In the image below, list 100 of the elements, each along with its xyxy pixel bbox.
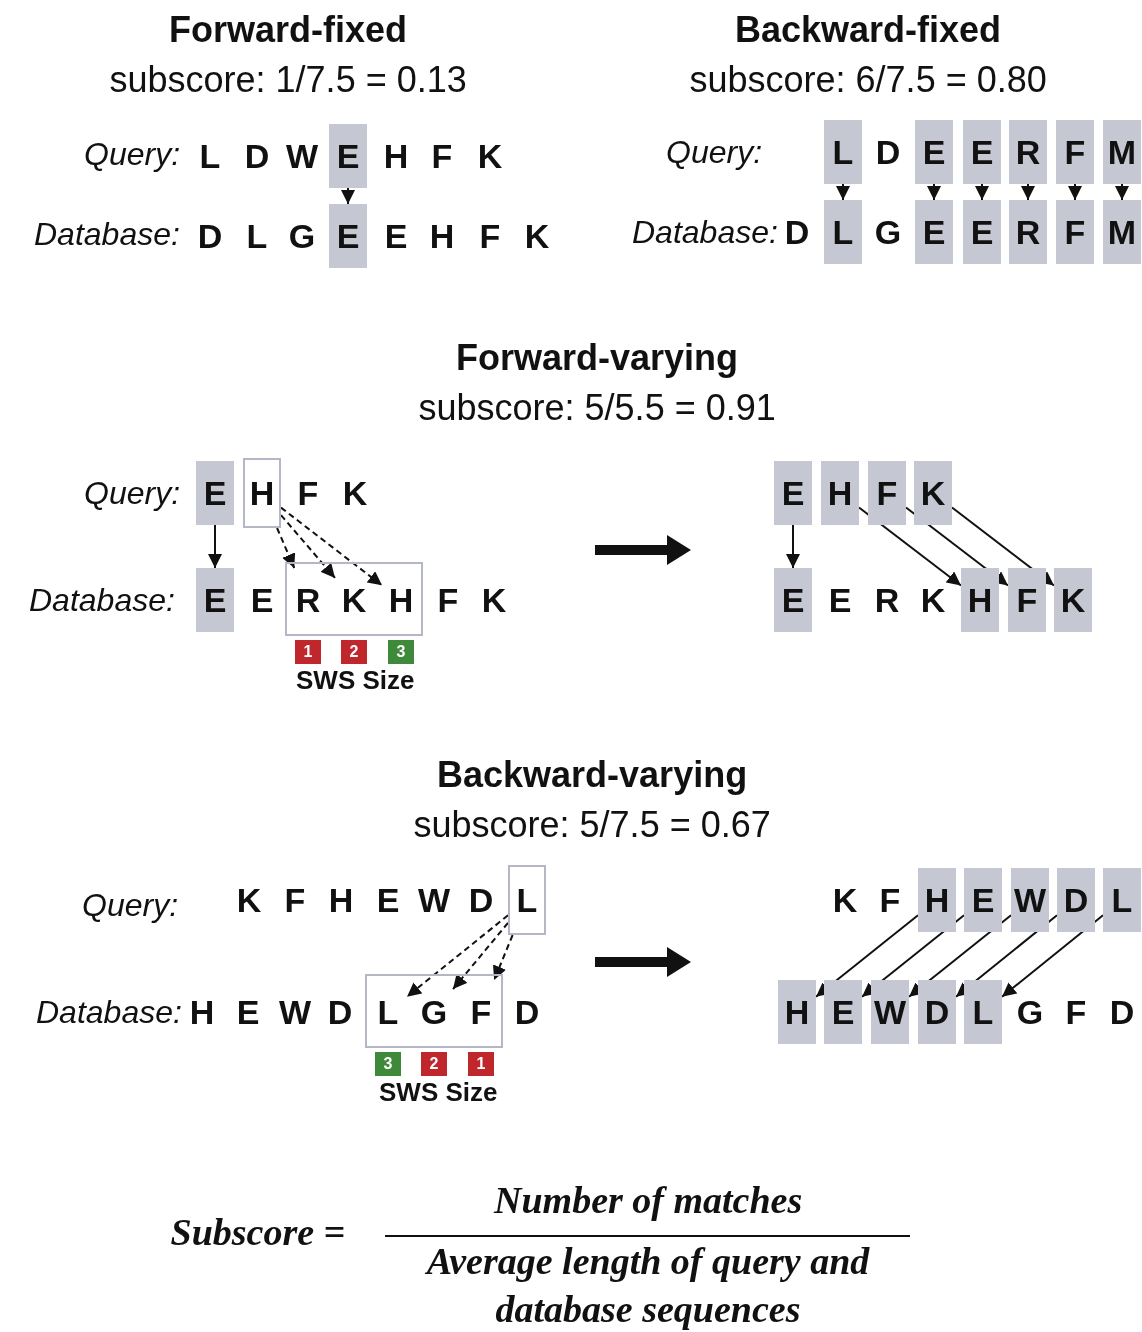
- residue-letter: R: [868, 568, 906, 632]
- residue-letter: E: [377, 204, 415, 268]
- residue-letter: G: [415, 980, 453, 1044]
- row-label: Query:: [84, 135, 181, 173]
- row-label: Query:: [666, 133, 763, 171]
- panel-title: Forward-fixed: [169, 9, 408, 51]
- highlighted-residue: E: [196, 461, 234, 525]
- highlighted-residue: E: [915, 200, 953, 264]
- residue-letter: E: [243, 568, 281, 632]
- subscore-text: subscore: 5/7.5 = 0.67: [413, 804, 771, 846]
- size-badge: 3: [375, 1052, 401, 1076]
- window-frame: [285, 562, 423, 636]
- arrow: [955, 914, 1058, 998]
- highlighted-residue: E: [329, 204, 367, 268]
- arrow: [861, 914, 965, 998]
- row-label: Database:: [632, 213, 778, 251]
- residue-letter: D: [778, 200, 816, 264]
- outlined-residue: H: [243, 458, 281, 528]
- highlighted-residue: E: [329, 124, 367, 188]
- residue-letter: R: [289, 568, 327, 632]
- highlighted-residue: H: [778, 980, 816, 1044]
- residue-letter: H: [382, 568, 420, 632]
- residue-letter: L: [238, 204, 276, 268]
- highlighted-residue: H: [821, 461, 859, 525]
- highlighted-residue: E: [963, 200, 1001, 264]
- sws-size-label: SWS Size: [379, 1076, 498, 1108]
- highlighted-residue: L: [824, 120, 862, 184]
- highlighted-residue: M: [1103, 120, 1141, 184]
- residue-letter: F: [429, 568, 467, 632]
- arrow: [836, 183, 850, 201]
- arrow: [786, 524, 800, 569]
- row-label: Query:: [84, 474, 181, 512]
- subscore-text: subscore: 1/7.5 = 0.13: [109, 59, 467, 101]
- residue-letter: K: [826, 868, 864, 932]
- highlighted-residue: L: [964, 980, 1002, 1044]
- residue-letter: F: [471, 204, 509, 268]
- residue-letter: K: [336, 461, 374, 525]
- arrow: [1021, 183, 1035, 201]
- residue-letter: W: [283, 124, 321, 188]
- residue-letter: K: [475, 568, 513, 632]
- arrow: [1115, 183, 1129, 201]
- residue-letter: D: [1103, 980, 1141, 1044]
- size-badge: 1: [295, 640, 321, 664]
- residue-letter: H: [322, 868, 360, 932]
- residue-letter: E: [821, 568, 859, 632]
- highlighted-residue: W: [1011, 868, 1049, 932]
- highlighted-residue: H: [918, 868, 956, 932]
- highlighted-residue: L: [824, 200, 862, 264]
- size-badge: 2: [421, 1052, 447, 1076]
- window-frame: [365, 974, 503, 1048]
- residue-letter: K: [471, 124, 509, 188]
- residue-letter: W: [415, 868, 453, 932]
- row-label: Database:: [34, 215, 180, 253]
- highlighted-residue: D: [918, 980, 956, 1044]
- residue-letter: K: [335, 568, 373, 632]
- highlighted-residue: F: [1008, 568, 1046, 632]
- outlined-residue: L: [508, 865, 546, 935]
- size-badge: 1: [468, 1052, 494, 1076]
- dashed-arrow: [406, 914, 509, 998]
- dashed-arrow: [280, 514, 336, 579]
- arrow: [908, 914, 1012, 998]
- residue-letter: F: [289, 461, 327, 525]
- residue-letter: G: [283, 204, 321, 268]
- residue-letter: F: [1057, 980, 1095, 1044]
- residue-letter: F: [423, 124, 461, 188]
- highlighted-residue: K: [1054, 568, 1092, 632]
- residue-letter: W: [276, 980, 314, 1044]
- residue-letter: F: [871, 868, 909, 932]
- residue-letter: K: [914, 568, 952, 632]
- formula-denominator: Average length of query and database sequences: [424, 1239, 871, 1332]
- panel-title: Backward-varying: [437, 754, 748, 796]
- arrow: [208, 524, 222, 569]
- sws-size-label: SWS Size: [296, 664, 415, 696]
- size-badge: 2: [341, 640, 367, 664]
- highlighted-residue: R: [1009, 120, 1047, 184]
- residue-letter: H: [183, 980, 221, 1044]
- residue-letter: D: [191, 204, 229, 268]
- highlighted-residue: K: [914, 461, 952, 525]
- panel-title: Backward-fixed: [735, 9, 1002, 51]
- residue-letter: K: [230, 868, 268, 932]
- residue-letter: D: [238, 124, 276, 188]
- residue-letter: F: [276, 868, 314, 932]
- residue-letter: D: [321, 980, 359, 1044]
- highlighted-residue: F: [1056, 120, 1094, 184]
- residue-letter: E: [229, 980, 267, 1044]
- residue-letter: K: [518, 204, 556, 268]
- residue-letter: D: [508, 980, 546, 1044]
- arrow: [1001, 914, 1104, 998]
- highlighted-residue: E: [963, 120, 1001, 184]
- highlighted-residue: E: [824, 980, 862, 1044]
- arrow: [927, 183, 941, 201]
- arrow: [341, 187, 355, 205]
- subscore-text: subscore: 5/5.5 = 0.91: [418, 387, 776, 429]
- highlighted-residue: W: [871, 980, 909, 1044]
- subscore-text: subscore: 6/7.5 = 0.80: [689, 59, 1047, 101]
- residue-letter: H: [423, 204, 461, 268]
- residue-letter: D: [462, 868, 500, 932]
- highlighted-residue: E: [196, 568, 234, 632]
- arrow: [1068, 183, 1082, 201]
- residue-letter: G: [869, 200, 907, 264]
